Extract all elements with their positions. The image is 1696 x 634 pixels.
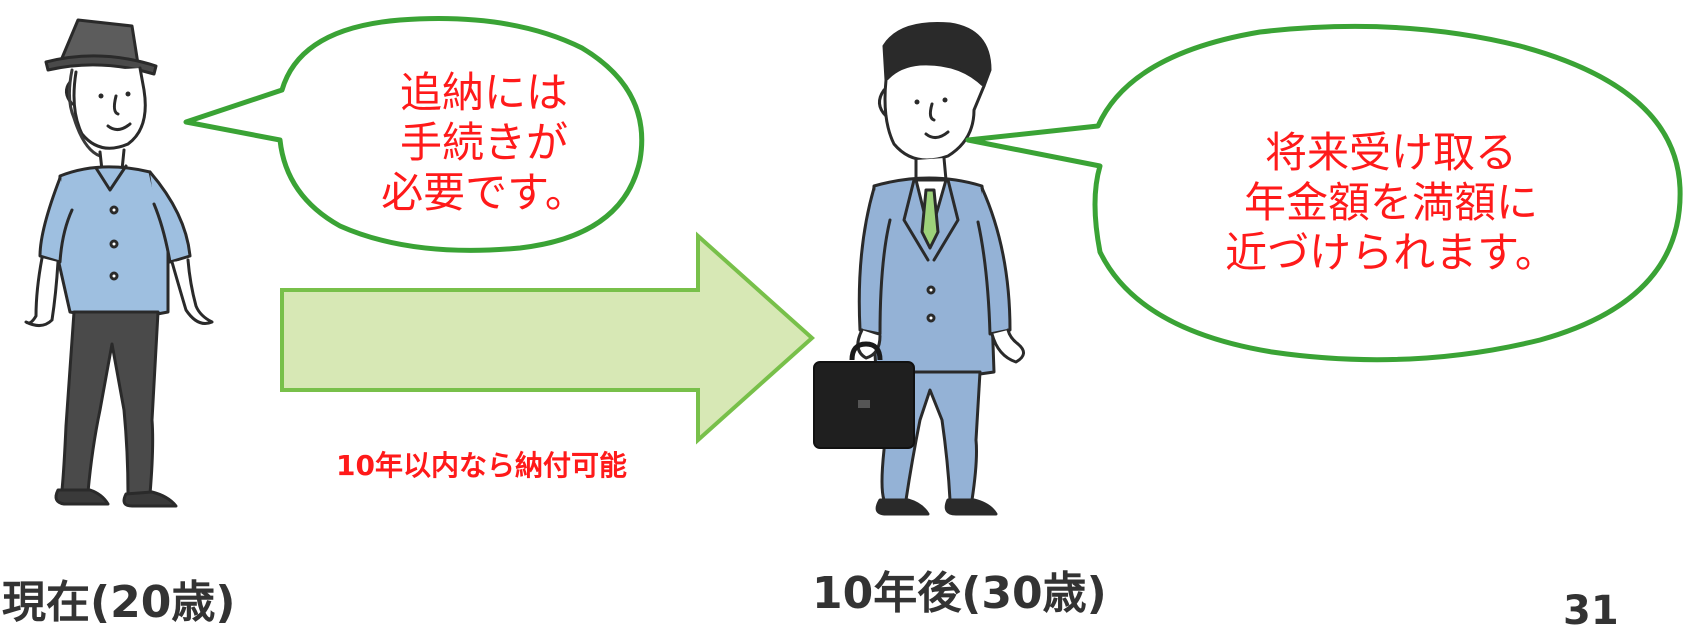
speech-bubble-right bbox=[965, 23, 1683, 363]
briefcase-icon bbox=[813, 341, 915, 449]
caption-future-age: 10年後(30歳) bbox=[812, 568, 1107, 619]
bubble-left-line: 必要です。 bbox=[381, 168, 587, 217]
caption-present-age: 現在(20歳) bbox=[2, 577, 236, 628]
bubble-right-line: 将来受け取る bbox=[1264, 128, 1517, 177]
progress-arrow bbox=[280, 231, 815, 445]
bubble-left-line: 手続きが bbox=[399, 118, 568, 167]
bubble-right-line: 年金額を満額に bbox=[1243, 178, 1538, 227]
bubble-right-message: 将来受け取る 年金額を満額に 近づけられます。 bbox=[1206, 128, 1576, 278]
bubble-left-message: 追納には 手続きが 必要です。 bbox=[374, 68, 594, 218]
speech-bubble-left bbox=[183, 16, 645, 253]
young-man-illustration bbox=[24, 18, 214, 508]
bubble-right-line: 近づけられます。 bbox=[1225, 228, 1557, 277]
bubble-left-line: 追納には bbox=[399, 68, 568, 117]
page-number: 31 bbox=[1563, 588, 1619, 634]
arrow-label: 10年以内なら納付可能 bbox=[336, 449, 627, 482]
